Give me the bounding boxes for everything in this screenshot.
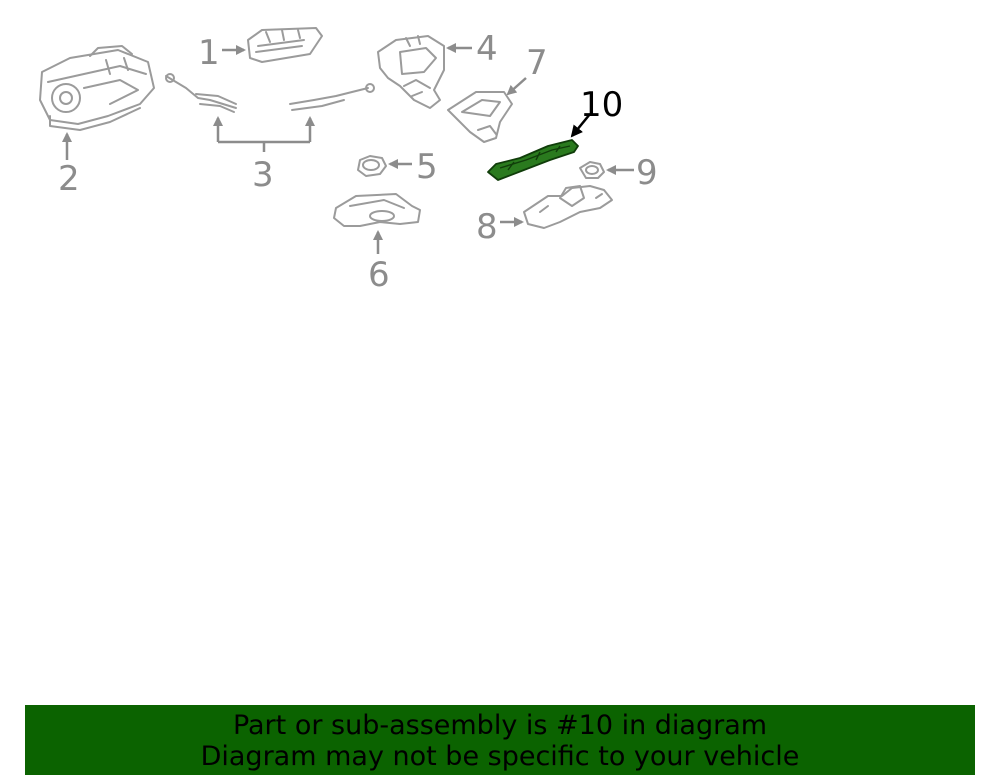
part-6-striker [333, 193, 421, 254]
part-9-nut [579, 161, 634, 179]
part-4-latch [377, 35, 472, 109]
callout-5: 5 [416, 147, 438, 187]
callout-7: 7 [526, 43, 548, 83]
callout-10: 10 [580, 85, 623, 125]
callout-4: 4 [476, 29, 498, 69]
part-3-cables [165, 73, 375, 152]
part-10-bracket [487, 113, 591, 181]
callout-3: 3 [252, 155, 274, 195]
banner-line-2: Diagram may not be specific to your vehi… [200, 741, 800, 772]
banner-line-1: Part or sub-assembly is #10 in diagram [232, 710, 768, 741]
callout-9: 9 [636, 153, 658, 193]
part-2-motor [39, 45, 155, 160]
info-banner: Part or sub-assembly is #10 in diagram D… [25, 705, 975, 775]
callout-8: 8 [476, 207, 498, 247]
callout-2: 2 [58, 159, 80, 199]
callout-6: 6 [368, 255, 390, 295]
callout-1: 1 [198, 33, 220, 73]
part-7-housing [447, 77, 527, 143]
parts-diagram: 2 1 3 4 7 5 [39, 27, 658, 295]
part-8-plate [500, 185, 613, 229]
part-5-nut [357, 155, 412, 177]
part-1-switch [222, 27, 323, 63]
